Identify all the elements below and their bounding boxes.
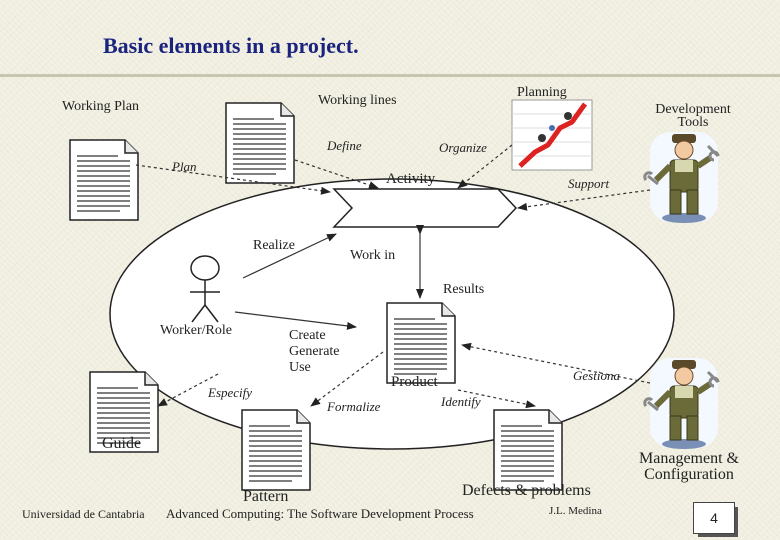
- label-organize: Organize: [439, 140, 487, 155]
- footer-course: Advanced Computing: The Software Develop…: [166, 506, 474, 521]
- page-title: Basic elements in a project.: [103, 33, 359, 58]
- label-worker-role: Worker/Role: [160, 323, 232, 338]
- label-create-generate-use: Create Generate Use: [289, 328, 340, 375]
- label-identify: Identify: [441, 394, 481, 409]
- stick-figure-icon: [190, 255, 220, 323]
- label-defects-problems: Defects & problems: [462, 482, 591, 499]
- label-working-lines: Working lines: [318, 93, 397, 108]
- page-number: 4: [693, 502, 738, 537]
- label-management-configuration: Management & Configuration: [639, 450, 739, 483]
- label-especify: Especify: [208, 385, 253, 400]
- label-pattern: Pattern: [243, 488, 289, 505]
- label-gestiona: Gestiona: [573, 368, 620, 383]
- label-plan: Plan: [172, 159, 197, 174]
- label-activity: Activity: [386, 171, 436, 187]
- footer-university: Universidad de Cantabria: [22, 507, 145, 521]
- document-icon-product: [386, 302, 456, 384]
- mechanic-tools-icon-management: [645, 358, 718, 449]
- activity-arrow-shape: [332, 188, 518, 228]
- mechanic-tools-icon-development: [645, 132, 718, 223]
- label-working-plan: Working Plan: [62, 99, 140, 114]
- label-results: Results: [443, 282, 485, 297]
- label-development-tools: Development Tools: [655, 102, 731, 130]
- document-icon-pattern: [241, 409, 311, 491]
- label-work-in: Work in: [350, 248, 396, 263]
- title-divider: [0, 74, 780, 77]
- document-icon-defects: [493, 409, 563, 491]
- document-icon-working-lines: [225, 102, 295, 184]
- label-realize: Realize: [253, 238, 295, 253]
- footer-author: J.L. Medina: [549, 505, 602, 517]
- label-define: Define: [327, 138, 362, 153]
- label-formalize: Formalize: [327, 399, 381, 414]
- label-guide: Guide: [102, 435, 142, 452]
- document-icon-working-plan: [69, 139, 139, 221]
- label-support: Support: [568, 176, 610, 191]
- planning-chart-icon: [511, 99, 593, 171]
- label-planning: Planning: [517, 85, 567, 100]
- label-product: Product: [391, 374, 438, 390]
